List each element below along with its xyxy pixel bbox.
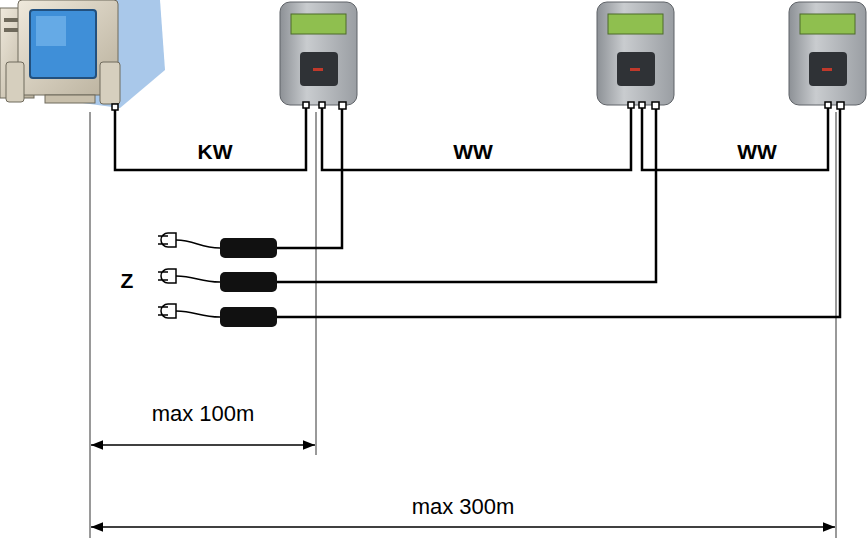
dimension-arrows	[91, 445, 835, 527]
speaker	[6, 62, 24, 102]
dimension-label: max 100m	[149, 402, 258, 426]
lcd	[608, 14, 663, 34]
terminal-icon	[789, 2, 866, 105]
power-cable	[276, 105, 656, 282]
ww-cable	[642, 105, 828, 170]
screen	[30, 10, 96, 78]
led	[822, 68, 832, 71]
monitor-stand	[45, 95, 95, 103]
ww-cable	[322, 105, 631, 170]
dimension-label: max 300m	[409, 495, 518, 519]
led	[313, 68, 323, 71]
power-supply-label: Z	[118, 269, 137, 292]
power-adapter	[158, 304, 277, 327]
cable-label: KW	[195, 140, 236, 163]
power-cable	[276, 105, 840, 317]
terminal-icon	[280, 2, 357, 105]
terminal-icon	[597, 2, 674, 105]
cable-label: WW	[450, 140, 496, 163]
power-adapter	[158, 269, 277, 292]
led	[630, 68, 640, 71]
dimension-lines	[90, 112, 836, 538]
terminal-body	[597, 2, 674, 105]
reader-window	[617, 52, 655, 86]
terminal-body	[789, 2, 866, 105]
cable-label: WW	[734, 140, 780, 163]
reader-window	[300, 52, 338, 86]
lcd	[800, 14, 855, 34]
cables	[115, 105, 840, 317]
reader-window	[809, 52, 847, 86]
computer-icon	[0, 0, 165, 108]
screen-glare	[36, 16, 66, 46]
lcd	[291, 14, 346, 34]
power-adapter	[158, 233, 277, 258]
power-cable	[276, 105, 342, 248]
connectors	[112, 102, 844, 110]
kw-cable	[115, 105, 306, 170]
terminal-body	[280, 2, 357, 105]
speaker	[100, 62, 120, 104]
